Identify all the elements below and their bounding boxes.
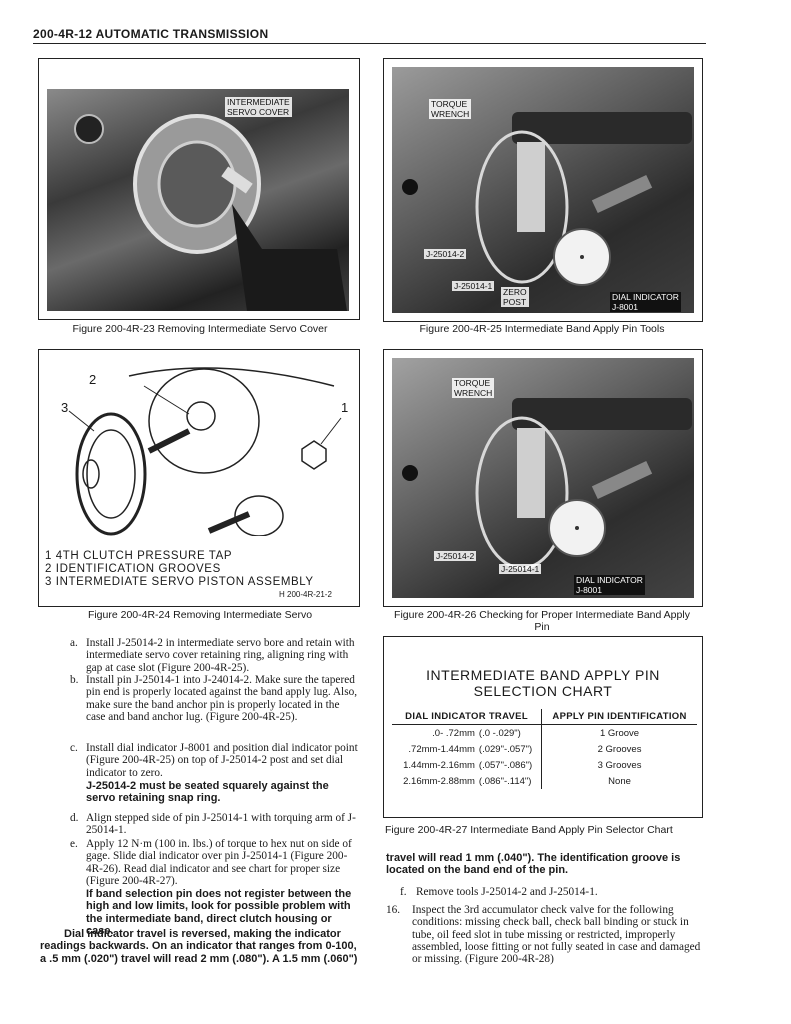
step-e-label: e. xyxy=(70,838,78,850)
servo-piston-line-drawing xyxy=(68,367,342,536)
figure-24-number-3: 3 xyxy=(61,400,69,415)
table-row: .72mm-1.44mm (.029"-.057") 2 Grooves xyxy=(392,741,697,757)
step-f-text: Remove tools J-25014-2 and J-25014-1. xyxy=(416,886,598,898)
header-apply-pin-identification: APPLY PIN IDENTIFICATION xyxy=(541,709,697,725)
row-1-mm: .0- .72mm xyxy=(432,727,475,739)
figure-23-callout-servo-cover: INTERMEDIATE SERVO COVER xyxy=(225,97,292,117)
figure-24-legend-1: 1 4TH CLUTCH PRESSURE TAP xyxy=(45,550,233,562)
row-2-inch: (.029"-.057") xyxy=(476,741,543,757)
row-2-id: 2 Grooves xyxy=(597,743,642,755)
row-3-mm: 1.44mm-2.16mm xyxy=(403,759,475,771)
step-e-text: Apply 12 N·m (100 in. lbs.) of torque to… xyxy=(86,838,352,887)
figure-25-caption: Figure 200-4R-25 Intermediate Band Apply… xyxy=(419,323,665,335)
figure-25-callout-j25014-2: J-25014-2 xyxy=(424,249,467,259)
step-e-warning: If band selection pin does not register … xyxy=(86,888,352,937)
figure-25-callout-dial-indicator: DIAL INDICATOR J-8001 xyxy=(610,292,681,312)
chart-title-line-2: SELECTION CHART xyxy=(473,683,613,699)
figure-25-callout-zero-post: ZERO POST xyxy=(501,287,529,307)
step-a-label: a. xyxy=(70,637,78,649)
row-1-inch: (.0 -.029") xyxy=(476,724,543,741)
step-16-label: 16. xyxy=(386,904,401,916)
figure-23-photo xyxy=(47,89,349,311)
figure-25-callout-torque-wrench: TORQUE WRENCH xyxy=(429,99,472,119)
checking-apply-pin-illustration xyxy=(402,398,692,570)
row-4-id: None xyxy=(608,775,631,787)
figure-27-caption: Figure 200-4R-27 Intermediate Band Apply… xyxy=(385,824,673,836)
step-f-label: f. xyxy=(400,886,407,898)
row-3-id: 3 Grooves xyxy=(597,759,642,771)
figure-24-legend-3: 3 INTERMEDIATE SERVO PISTON ASSEMBLY xyxy=(45,576,314,588)
header-rule xyxy=(33,43,706,44)
figure-26-callout-dial-indicator: DIAL INDICATOR J-8001 xyxy=(574,575,645,595)
figure-25-callout-j25014-1: J-25014-1 xyxy=(452,281,495,291)
figure-25-frame: TORQUE WRENCH J-25014-2 J-25014-1 ZERO P… xyxy=(383,58,703,322)
table-row: 2.16mm-2.88mm (.086"-.114") None xyxy=(392,773,697,789)
dial-reversed-paragraph: Dial indicator travel is reversed, makin… xyxy=(40,928,358,965)
step-b-text: Install pin J-25014-1 into J-24014-2. Ma… xyxy=(86,674,358,723)
figure-24-legend-2: 2 IDENTIFICATION GROOVES xyxy=(45,563,221,575)
figure-24-caption: Figure 200-4R-24 Removing Intermediate S… xyxy=(87,609,313,621)
header-dial-indicator-travel: DIAL INDICATOR TRAVEL xyxy=(392,709,543,725)
figure-26-callout-j25014-2: J-25014-2 xyxy=(434,551,477,561)
row-4-inch: (.086"-.114") xyxy=(476,773,543,789)
row-4-mm: 2.16mm-2.88mm xyxy=(403,775,475,787)
figure-26-frame: TORQUE WRENCH J-25014-2 J-25014-1 DIAL I… xyxy=(383,349,703,607)
step-16-text: Inspect the 3rd accumulator check valve … xyxy=(412,904,701,966)
table-row: .0- .72mm (.0 -.029") 1 Groove xyxy=(392,724,697,741)
servo-cover-illustration xyxy=(74,114,347,311)
figure-24-frame: 2 3 1 1 4TH CLUTCH PRESSURE TAP 2 IDENTI… xyxy=(38,349,360,607)
step-a-text: Install J-25014-2 in intermediate servo … xyxy=(86,637,355,674)
selection-chart-frame: INTERMEDIATE BAND APPLY PIN SELECTION CH… xyxy=(383,636,703,818)
step-c-warning: J-25014-2 must be seated squarely agains… xyxy=(86,780,329,805)
step-c-text: Install dial indicator J-8001 and positi… xyxy=(86,742,358,779)
row-2-mm: .72mm-1.44mm xyxy=(408,743,475,755)
step-d-label: d. xyxy=(70,812,79,824)
row-3-inch: (.057"-.086") xyxy=(476,757,543,773)
apply-pin-tools-illustration xyxy=(402,112,692,286)
chart-title-line-1: INTERMEDIATE BAND APPLY PIN xyxy=(426,667,660,683)
step-c-label: c. xyxy=(70,742,78,754)
figure-24-code: H 200-4R-21-2 xyxy=(279,590,332,599)
figure-26-photo xyxy=(392,358,694,598)
step-d-text: Align stepped side of pin J-25014-1 with… xyxy=(86,812,356,837)
figure-23-frame: INTERMEDIATE SERVO COVER xyxy=(38,58,360,320)
figure-24-number-2: 2 xyxy=(89,372,97,387)
figure-26-callout-torque-wrench: TORQUE WRENCH xyxy=(452,378,495,398)
step-b-label: b. xyxy=(70,674,79,686)
selection-table: DIAL INDICATOR TRAVEL APPLY PIN IDENTIFI… xyxy=(392,709,697,789)
figure-23-caption: Figure 200-4R-23 Removing Intermediate S… xyxy=(72,323,328,335)
travel-groove-paragraph: travel will read 1 mm (.040"). The ident… xyxy=(386,852,681,877)
figure-26-caption: Figure 200-4R-26 Checking for Proper Int… xyxy=(394,609,690,633)
page-header: 200-4R-12 AUTOMATIC TRANSMISSION xyxy=(33,27,269,41)
figure-26-callout-j25014-1: J-25014-1 xyxy=(499,564,542,574)
figure-24-number-1: 1 xyxy=(341,400,349,415)
table-row: 1.44mm-2.16mm (.057"-.086") 3 Grooves xyxy=(392,757,697,773)
row-1-id: 1 Groove xyxy=(600,727,640,739)
